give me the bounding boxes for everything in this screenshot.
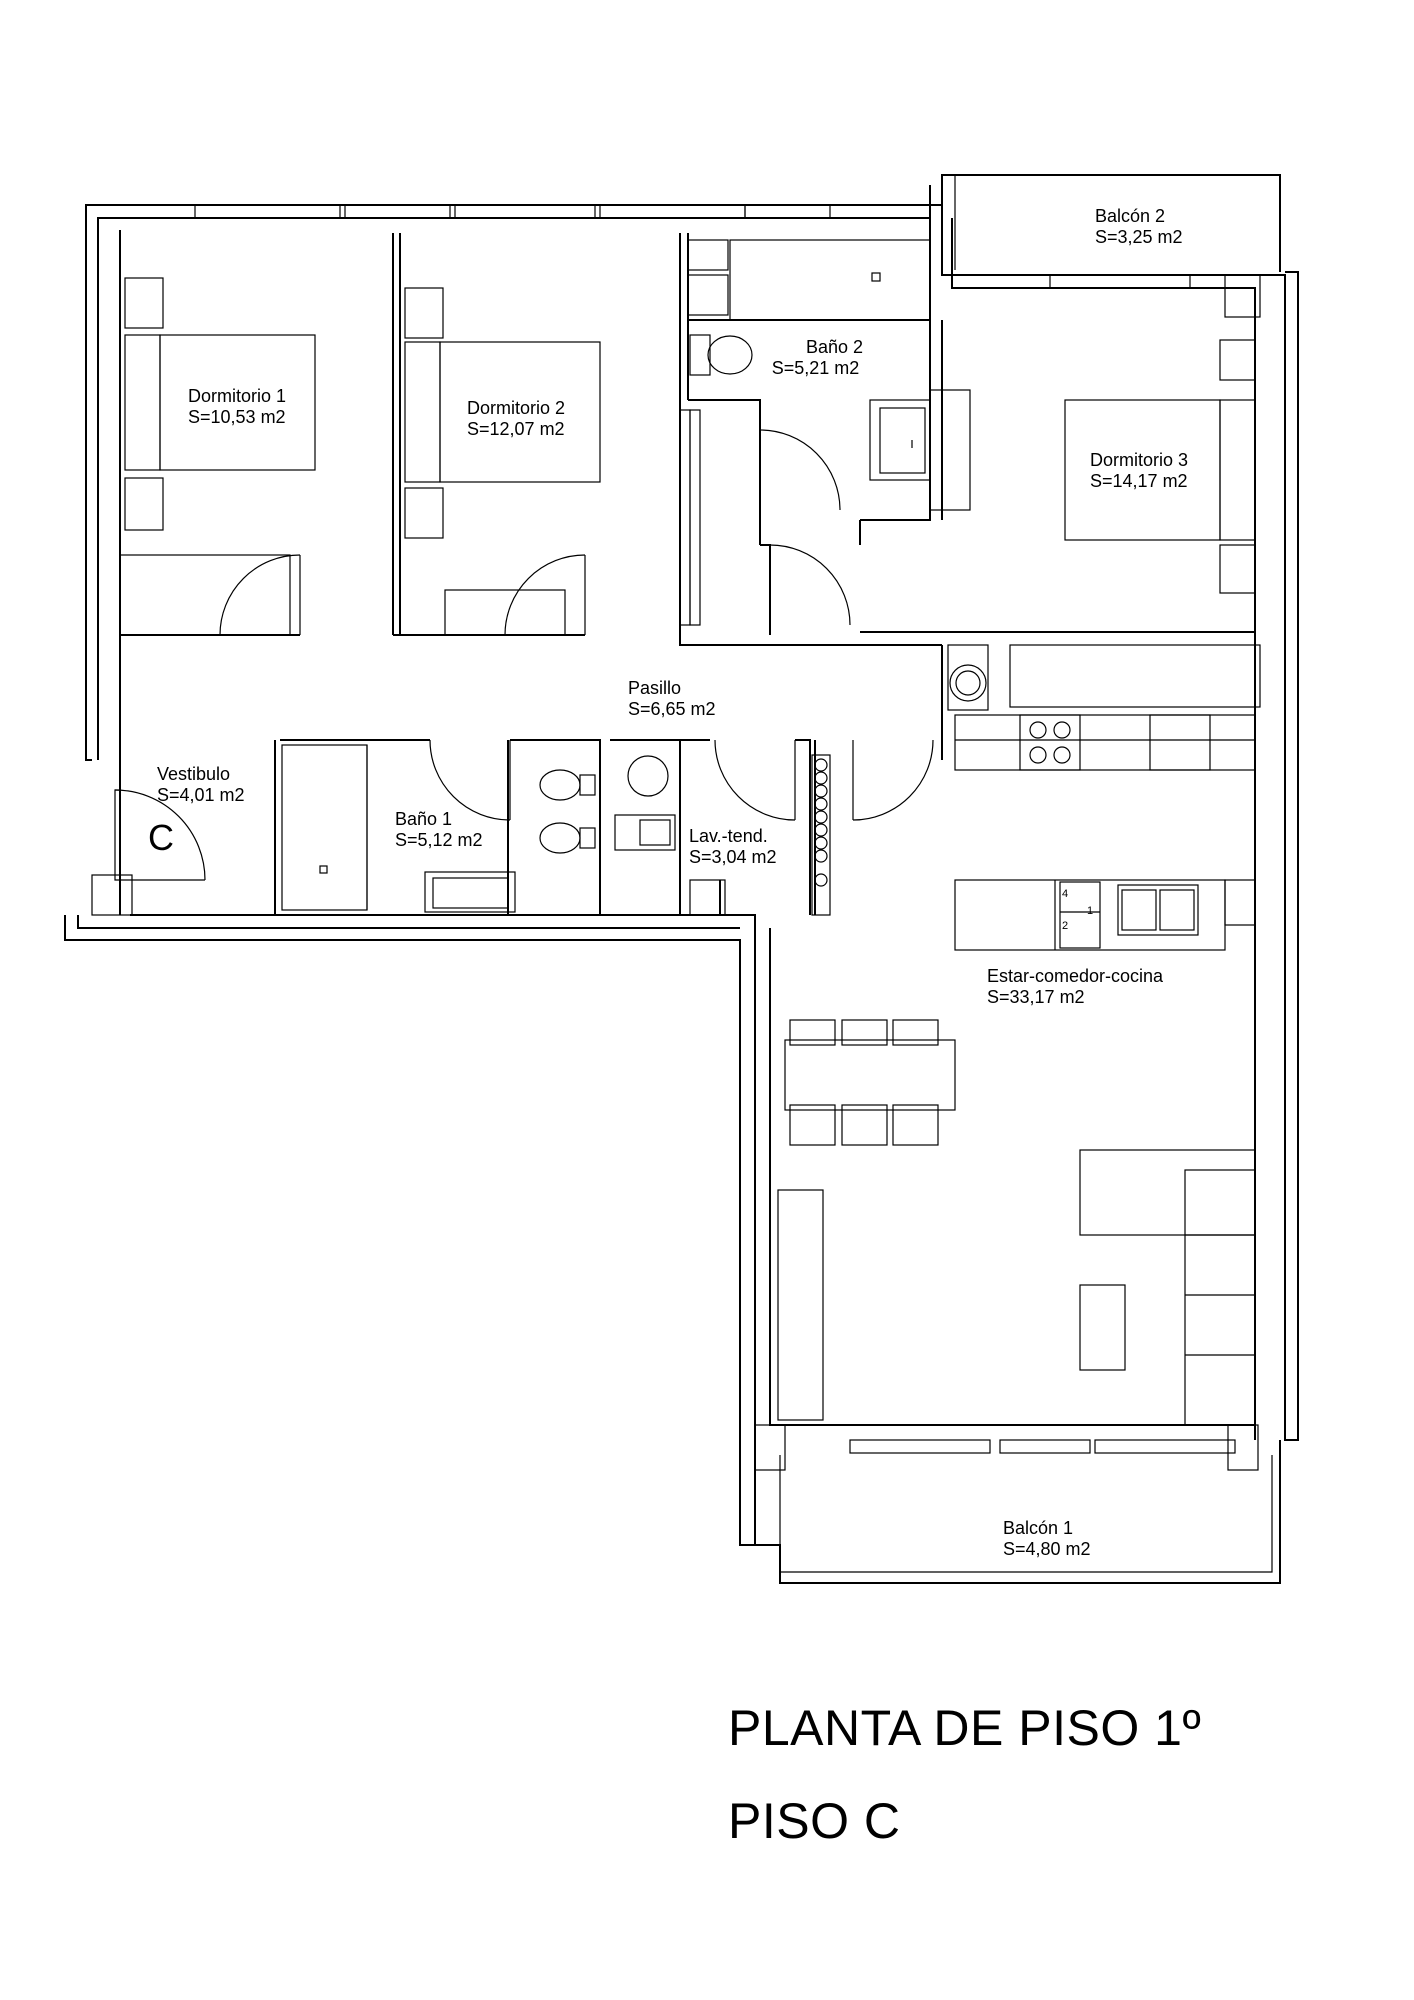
- room-area: S=33,17 m2: [987, 987, 1085, 1007]
- furniture-estar-comedor: [777, 1019, 1256, 1426]
- furniture-bano-2: [679, 239, 971, 626]
- furniture-dormitorio-2: [404, 287, 601, 636]
- furniture-lavadero: [614, 754, 831, 916]
- entrance-mark: C: [148, 817, 174, 858]
- room-label-dormitorio-3: Dormitorio 3 S=14,17 m2: [1090, 450, 1188, 492]
- room-area: S=14,17 m2: [1090, 471, 1188, 491]
- room-label-balcon-2: Balcón 2 S=3,25 m2: [1095, 206, 1183, 248]
- room-name: Pasillo: [628, 678, 682, 698]
- plan-subtitle: PISO C: [728, 1793, 901, 1849]
- plan-title: PLANTA DE PISO 1º: [728, 1700, 1202, 1756]
- room-label-estar-comedor-cocina: Estar-comedor-cocina S=33,17 m2: [987, 966, 1163, 1008]
- room-area: S=3,04 m2: [689, 847, 777, 867]
- room-label-balcon-1: Balcón 1 S=4,80 m2: [1003, 1518, 1091, 1560]
- room-area: S=6,65 m2: [628, 699, 716, 719]
- furniture-cocina: [947, 644, 1261, 951]
- room-name: Lav.-tend.: [689, 826, 768, 846]
- furniture-dormitorio-3: [1064, 339, 1256, 594]
- room-name: Baño 1: [395, 809, 453, 829]
- room-name: Dormitorio 1: [188, 386, 287, 406]
- room-area: S=10,53 m2: [188, 407, 286, 427]
- doors: [114, 429, 934, 881]
- room-area: S=4,01 m2: [157, 785, 245, 805]
- room-label-dormitorio-1: Dormitorio 1 S=10,53 m2: [188, 386, 286, 428]
- room-area: S=5,21 m2: [771, 358, 860, 378]
- room-label-vestibulo: Vestibulo S=4,01 m2: [157, 764, 245, 806]
- exterior-walls: [64, 174, 1299, 1584]
- room-label-bano-1: Baño 1 S=5,12 m2: [395, 809, 483, 851]
- room-area: S=12,07 m2: [467, 419, 565, 439]
- room-label-dormitorio-2: Dormitorio 2 S=12,07 m2: [467, 398, 565, 440]
- room-label-lavadero: Lav.-tend. S=3,04 m2: [689, 826, 777, 868]
- room-area: S=5,12 m2: [395, 830, 483, 850]
- island-label-1: 1: [1087, 905, 1094, 917]
- room-name: Balcón 2: [1095, 206, 1166, 226]
- room-area: S=4,80 m2: [1003, 1539, 1091, 1559]
- island-label-2: 2: [1062, 920, 1069, 932]
- room-name: Vestibulo: [157, 764, 231, 784]
- furniture-dormitorio-1: [119, 277, 316, 636]
- island-label-4: 4: [1062, 888, 1069, 900]
- room-name: Dormitorio 3: [1090, 450, 1189, 470]
- room-name: Estar-comedor-cocina: [987, 966, 1164, 986]
- room-name: Balcón 1: [1003, 1518, 1074, 1538]
- room-label-bano-2: Baño 2 S=5,21 m2: [768, 337, 863, 379]
- furniture-bano-1: [281, 744, 596, 913]
- room-area: S=3,25 m2: [1095, 227, 1183, 247]
- interior-walls: [114, 215, 1255, 915]
- room-label-pasillo: Pasillo S=6,65 m2: [628, 678, 716, 720]
- room-name: Baño 2: [806, 337, 864, 357]
- room-name: Dormitorio 2: [467, 398, 566, 418]
